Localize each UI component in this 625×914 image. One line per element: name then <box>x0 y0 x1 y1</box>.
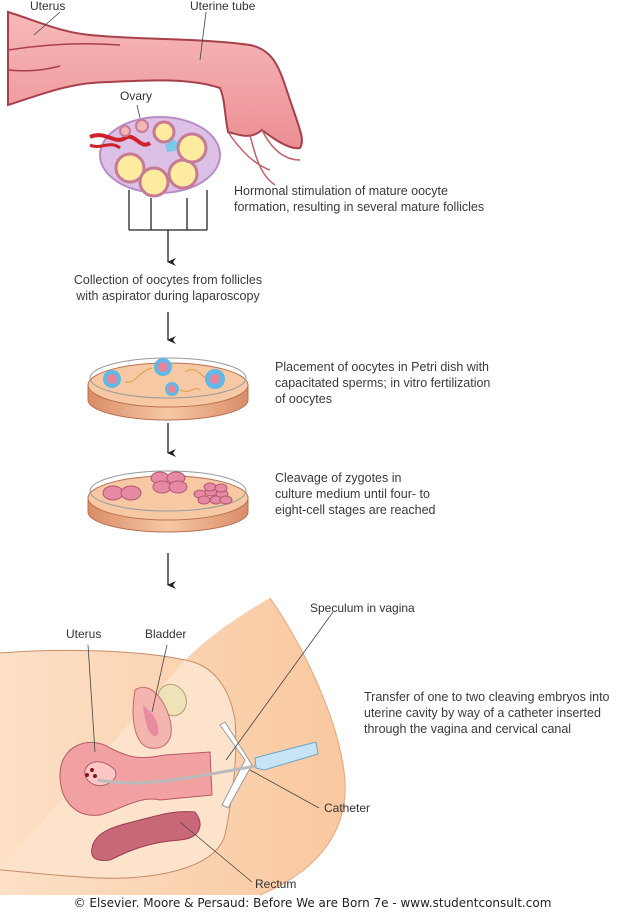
oocyte <box>154 358 172 376</box>
label-speculum: Speculum in vagina <box>310 601 415 615</box>
copyright-footer: © Elsevier. Moore & Persaud: Before We a… <box>73 896 552 910</box>
label-uterine-tube: Uterine tube <box>190 0 256 13</box>
rectum-shape <box>91 811 201 861</box>
uterine-tube-illustration <box>7 10 303 186</box>
leader-line-uterus-bottom <box>87 644 96 753</box>
oocyte <box>205 369 225 389</box>
step-transfer-text: Transfer of one to two cleaving embryos … <box>364 690 610 736</box>
label-uterus-top: Uterus <box>30 0 66 13</box>
two-cell-embryo <box>102 485 142 501</box>
catheter-line <box>97 764 256 785</box>
step-collection-text: Collection of oocytes from follicles wit… <box>73 273 263 303</box>
leader-line-uterus-top <box>33 11 61 36</box>
oocyte <box>103 370 121 388</box>
four-cell-embryo <box>150 471 188 494</box>
step-fertilization-text: Placement of oocytes in Petri dish with … <box>275 360 491 406</box>
follicles <box>114 119 208 198</box>
step-cleavage-text: Cleavage of zygotes in culture medium un… <box>275 471 436 517</box>
label-bladder: Bladder <box>145 627 187 641</box>
collection-bracket <box>128 190 208 266</box>
leader-line-rectum <box>179 821 253 883</box>
syringe-shape <box>254 741 319 771</box>
leader-line-catheter <box>249 769 320 809</box>
petri-dish-cleavage <box>87 470 249 533</box>
label-catheter: Catheter <box>324 801 371 815</box>
step-stimulation-text: Hormonal stimulation of mature oocyte fo… <box>234 184 485 214</box>
leader-line-ovary <box>136 104 141 119</box>
label-uterus-bottom: Uterus <box>66 627 102 641</box>
oocyte <box>165 382 179 396</box>
eight-cell-embryo <box>193 482 233 505</box>
leader-line-uterine-tube <box>199 11 207 61</box>
speculum-shape <box>219 721 253 809</box>
label-rectum: Rectum <box>255 877 297 891</box>
leader-line-bladder <box>151 644 168 713</box>
label-ovary: Ovary <box>120 89 153 103</box>
ovary-illustration <box>89 104 221 198</box>
leader-line-speculum <box>225 611 334 761</box>
pelvic-cross-section <box>0 597 346 896</box>
petri-dish-fertilization <box>87 357 249 421</box>
